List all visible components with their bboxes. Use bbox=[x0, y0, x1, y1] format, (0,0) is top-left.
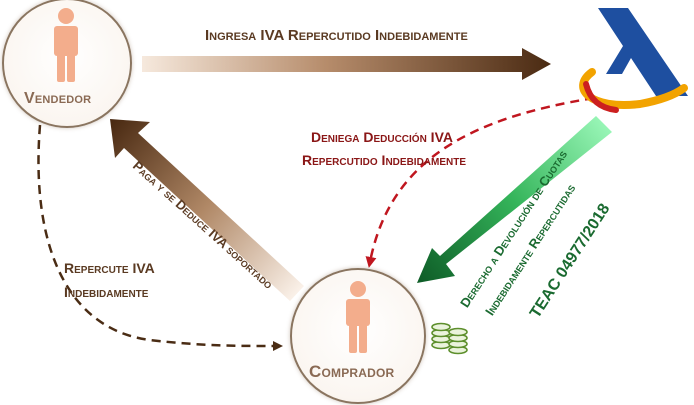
dashed-arrow-deniega bbox=[365, 96, 595, 268]
comprador-node bbox=[290, 268, 426, 404]
vendedor-node bbox=[2, 0, 132, 128]
label-deniega-line2: Repercutido Indebidamente bbox=[302, 152, 467, 168]
label-repercute-line1: Repercute IVA bbox=[64, 260, 155, 276]
label-repercute-line2: Indebidamente bbox=[64, 284, 149, 300]
arrow-ingresa bbox=[142, 48, 551, 80]
arrow-paga-deduce bbox=[110, 119, 304, 301]
arrow-derecho-devolucion bbox=[417, 116, 612, 283]
label-ingresa-iva: Ingresa IVA Repercutido Indebidamente bbox=[205, 27, 468, 44]
comprador-label: Comprador bbox=[309, 362, 395, 381]
vendedor-label: Vendedor bbox=[24, 90, 92, 107]
dashed-arrow-repercute bbox=[37, 124, 283, 351]
label-deniega-line1: Deniega Deducción IVA bbox=[311, 129, 453, 145]
